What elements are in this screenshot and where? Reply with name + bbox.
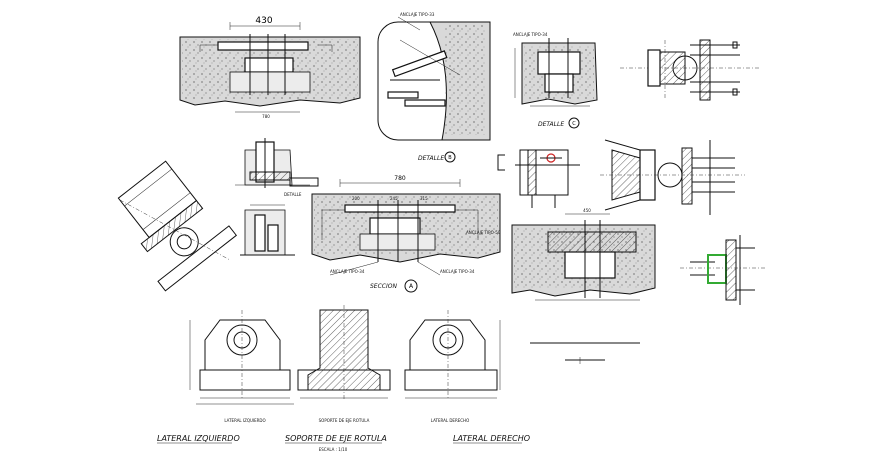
title-lateral-derecho: LATERAL DERECHO bbox=[453, 434, 530, 443]
detalle-b-letter: B bbox=[448, 155, 452, 161]
section-a-label: SECCION bbox=[370, 283, 397, 290]
svg-text:200: 200 bbox=[352, 196, 360, 201]
right-slab-detail: 450 bbox=[511, 208, 656, 301]
shaft-line-detail bbox=[530, 342, 640, 364]
bracket-detail bbox=[497, 149, 580, 208]
svg-text:315: 315 bbox=[420, 196, 428, 201]
small-title-center: SOPORTE DE EJE ROTULA bbox=[319, 418, 370, 423]
small-title-right: LATERAL DERECHO bbox=[431, 418, 469, 423]
detalle-c-label: DETALLE bbox=[538, 121, 564, 128]
dim-430: 430 bbox=[255, 16, 272, 26]
detalle-c-letter: C bbox=[572, 121, 576, 127]
green-marker bbox=[707, 254, 727, 284]
section-a-letter: A bbox=[409, 283, 414, 290]
anclaje-right-label: ANCLAJE TIPO-34 bbox=[440, 269, 475, 274]
dim-780: 780 bbox=[394, 175, 406, 182]
anclaje-left-label: ANCLAJE TIPO-34 bbox=[330, 269, 365, 274]
rotated-shaft-detail bbox=[117, 160, 238, 292]
lateral-izquierdo-view: LATERAL IZQUIERDO bbox=[189, 310, 294, 423]
lateral-derecho-view: LATERAL DERECHO bbox=[404, 310, 501, 423]
detalle-b-label: DETALLE bbox=[418, 155, 444, 162]
svg-text:ANCLAJE TIPO-33: ANCLAJE TIPO-33 bbox=[400, 12, 435, 17]
bottom-titles: LATERAL IZQUIERDO SOPORTE DE EJE ROTULA … bbox=[157, 434, 530, 452]
detail-b-rounded: ANCLAJE TIPO-33 DETALLE B bbox=[377, 12, 491, 163]
svg-text:ANCLAJE TIPO-34: ANCLAJE TIPO-34 bbox=[513, 32, 548, 37]
flange-detail-top bbox=[620, 39, 760, 101]
title-scale: ESCALA : 1/10 bbox=[319, 447, 348, 452]
svg-text:780: 780 bbox=[262, 114, 270, 119]
section-a-main: 780 200 245 315 ANCLAJE TIPO-34 ANCLAJE … bbox=[311, 175, 501, 293]
svg-text:245: 245 bbox=[390, 196, 398, 201]
title-lateral-izquierdo: LATERAL IZQUIERDO bbox=[157, 434, 240, 443]
flange-detail-mid bbox=[600, 139, 745, 215]
svg-text:DETALLE: DETALLE bbox=[284, 192, 302, 197]
soporte-eje-view: SOPORTE DE EJE ROTULA bbox=[297, 305, 391, 423]
svg-text:450: 450 bbox=[583, 208, 591, 213]
detail-c-anchor: ANCLAJE TIPO-34 DETALLE C bbox=[513, 32, 598, 129]
flange-detail-bottom bbox=[680, 235, 765, 305]
small-anchor-details: DETALLE bbox=[235, 138, 319, 256]
title-soporte-eje: SOPORTE DE EJE ROTULA bbox=[285, 434, 387, 443]
anclaje-side-label: ANCLAJE TIPO-50 bbox=[466, 230, 501, 235]
top-left-slab-detail: 430 780 bbox=[179, 16, 361, 119]
small-title-left: LATERAL IZQUIERDO bbox=[224, 418, 265, 423]
